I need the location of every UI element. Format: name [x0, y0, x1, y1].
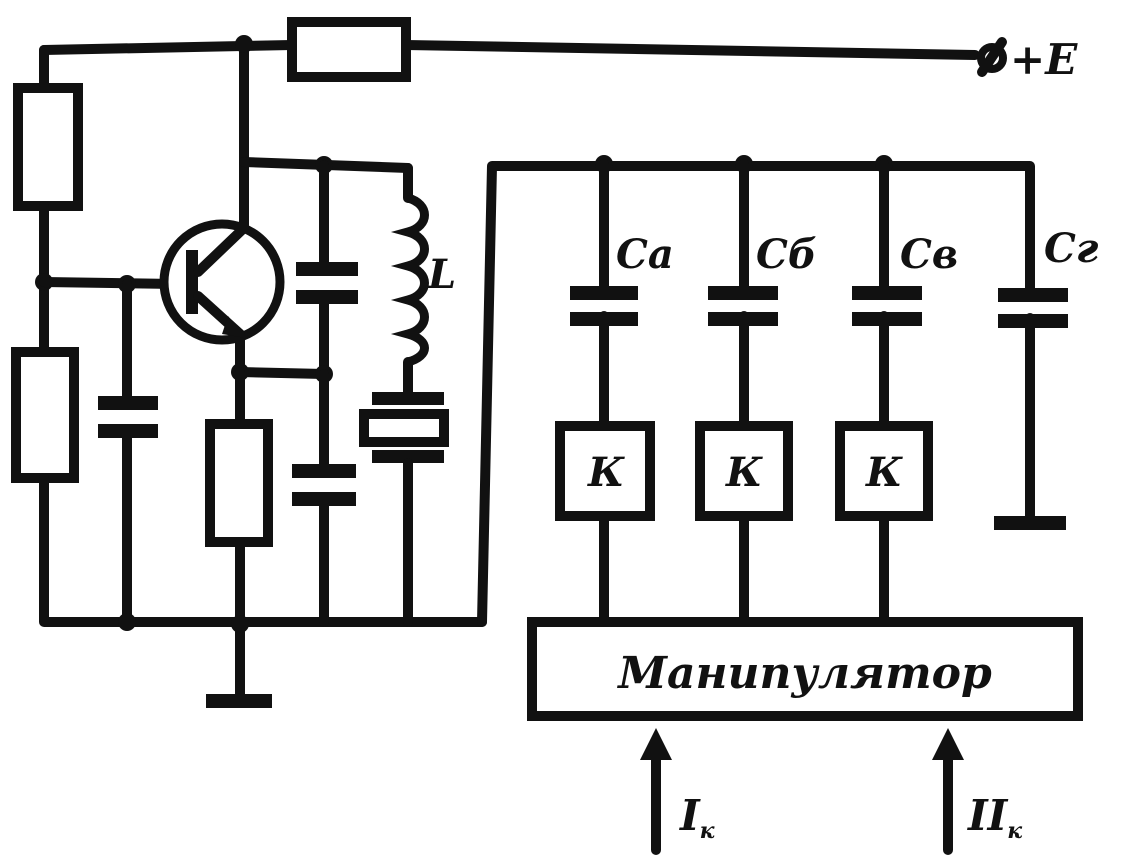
input-arrow-2	[932, 728, 964, 855]
key-switch-a	[555, 421, 655, 521]
ground-symbol-g	[994, 516, 1066, 530]
capacitor-a-label: Cа	[616, 231, 674, 278]
tank-capacitor-top	[296, 262, 358, 276]
emitter-resistor	[205, 419, 273, 547]
supply-label: +E	[1010, 35, 1078, 84]
transistor	[159, 45, 285, 377]
capacitor-g-label: Cг	[1044, 225, 1099, 272]
bank-rail	[477, 161, 1035, 627]
key-switch-v-label: К	[865, 449, 903, 496]
capacitor-g	[998, 288, 1068, 302]
ground-symbol	[206, 694, 272, 708]
oscillator-circuit: +E	[11, 17, 1078, 708]
base-capacitor	[98, 396, 158, 410]
capacitor-v	[852, 286, 922, 300]
input-1-label: Iк	[679, 791, 715, 844]
tank-capacitor-bottom	[292, 464, 356, 478]
key-switch-b	[695, 421, 793, 521]
capacitor-b-label: Cб	[756, 231, 817, 278]
bias-resistor-bottom	[11, 347, 79, 483]
key-switch-a-label: К	[587, 449, 625, 496]
quartz-crystal	[359, 392, 449, 463]
capacitor-a	[570, 286, 638, 300]
inductor-coil	[390, 193, 429, 367]
input-2-label: IIк	[967, 791, 1022, 844]
capacitor-v-label: Cв	[900, 231, 958, 278]
input-arrow-1	[640, 728, 672, 855]
bias-resistor-top	[13, 83, 83, 211]
supply-rail	[39, 40, 980, 60]
inductor-label: L	[427, 251, 456, 298]
key-switch-v	[835, 421, 933, 521]
manipulator-block	[527, 617, 1083, 721]
collector-resistor	[287, 17, 411, 82]
manipulator-label: Манипулятор	[616, 648, 992, 699]
capacitor-b	[708, 286, 778, 300]
key-switch-b-label: К	[725, 449, 763, 496]
capacitor-bank: Cа К Cб К Cв К Cг Манипулятор Iк	[477, 155, 1099, 855]
